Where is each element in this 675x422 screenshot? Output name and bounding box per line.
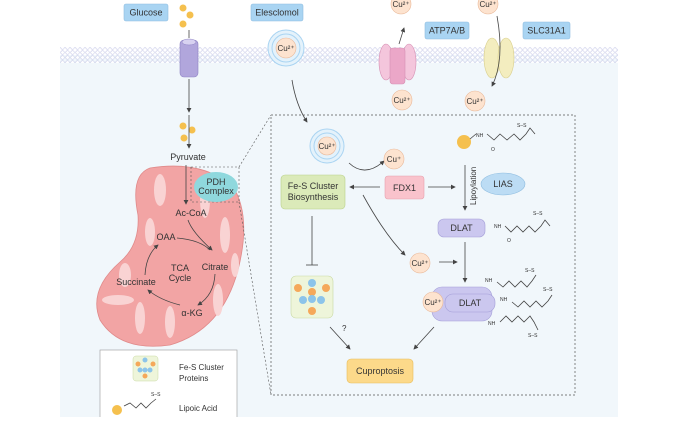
lipoylation-label: Lipoylation [469, 167, 478, 205]
copper-ion: Cu²⁺ [477, 0, 499, 15]
svg-text:DLAT: DLAT [459, 298, 482, 308]
fes-cluster-protein-icon [290, 275, 334, 319]
svg-text:S–S: S–S [528, 333, 538, 339]
svg-text:Fe-S Cluster: Fe-S Cluster [288, 181, 339, 191]
lipoyl-chains: NH S–S NH S–S NH S–S [485, 268, 553, 339]
svg-text:LIAS: LIAS [493, 179, 513, 189]
oaa-label: OAA [156, 232, 175, 242]
svg-text:Cuproptosis: Cuproptosis [356, 366, 405, 376]
svg-text:Cu²⁺: Cu²⁺ [466, 97, 483, 106]
lias-enzyme: LIAS [480, 172, 526, 196]
atp7ab-transporter [378, 43, 417, 85]
copper-ion: Cu²⁺ [391, 89, 413, 111]
svg-text:S–S: S–S [517, 123, 527, 129]
uncertain-link-label: ? [342, 324, 347, 333]
elesclomol-copper-complex: Cu²⁺ [267, 29, 305, 67]
svg-text:ATP7A/B: ATP7A/B [429, 26, 465, 36]
svg-text:Glucose: Glucose [129, 8, 162, 18]
glucose-molecules [179, 4, 196, 142]
lipoic-acid-molecule: NH O S–S [457, 123, 536, 153]
svg-text:Cu²⁺: Cu²⁺ [318, 142, 335, 151]
svg-text:Cu²⁺: Cu²⁺ [424, 298, 441, 307]
dlat-oligomer: DLAT [431, 286, 496, 322]
pdh-zoom-region [190, 166, 240, 203]
svg-text:NH: NH [485, 278, 493, 284]
legend-fes-label: Fe-S Cluster [179, 363, 224, 372]
svg-text:S–S: S–S [543, 287, 553, 293]
fes-biosynthesis-box: Fe-S Cluster Biosynthesis [280, 174, 346, 210]
citrate-label: Citrate [202, 262, 229, 272]
tca-cycle-label: Cycle [169, 273, 192, 283]
copper-ion: Cu²⁺ [390, 0, 412, 15]
copper-ion: Cu²⁺ [409, 252, 431, 274]
svg-text:Elesclomol: Elesclomol [255, 8, 299, 18]
akg-label: α-KG [181, 308, 202, 318]
dlat-lipoylated: DLAT NH O S–S [437, 211, 551, 244]
svg-text:O: O [507, 238, 511, 244]
svg-text:Cu²⁺: Cu²⁺ [479, 0, 496, 9]
svg-text:NH: NH [476, 133, 484, 139]
pdh-complex: PDH Complex [194, 172, 238, 202]
copper-ion: Cu²⁺ [464, 90, 486, 112]
svg-text:Complex: Complex [198, 186, 234, 196]
elesclomol-copper-complex: Cu²⁺ [309, 128, 345, 164]
svg-text:Cu⁺: Cu⁺ [387, 155, 401, 164]
pyruvate-label: Pyruvate [170, 152, 206, 162]
copper-ion: Cu²⁺ [422, 291, 444, 313]
cuprous-ion: Cu⁺ [383, 148, 405, 170]
svg-text:Cu²⁺: Cu²⁺ [392, 0, 409, 9]
svg-text:Cu²⁺: Cu²⁺ [393, 96, 410, 105]
slc31a1-label: SLC31A1 [522, 21, 571, 40]
glucose-label: Glucose [123, 3, 169, 22]
accoa-label: Ac-CoA [175, 208, 206, 218]
legend-fes-label: Proteins [179, 374, 208, 383]
elesclomol-label: Elesclomol [250, 3, 304, 22]
svg-text:NH: NH [494, 224, 502, 230]
svg-text:Biosynthesis: Biosynthesis [288, 192, 339, 202]
glucose-transporter [179, 38, 199, 78]
mitochondrion [96, 165, 245, 347]
succinate-label: Succinate [116, 277, 156, 287]
svg-text:NH: NH [500, 297, 508, 303]
svg-text:SLC31A1: SLC31A1 [527, 26, 566, 36]
svg-text:Cu²⁺: Cu²⁺ [411, 259, 428, 268]
atp7ab-label: ATP7A/B [424, 21, 470, 40]
fdx1-box: FDX1 [384, 175, 425, 200]
svg-text:S–S: S–S [525, 268, 535, 274]
cuproptosis-box: Cuproptosis [346, 358, 414, 384]
svg-text:PDH: PDH [206, 177, 225, 187]
cell-membrane [60, 47, 618, 63]
svg-text:DLAT: DLAT [450, 223, 473, 233]
legend-lipoic-label: Lipoic Acid [179, 404, 217, 413]
legend: Fe-S Cluster Proteins S–S Lipoic Acid [99, 349, 238, 421]
svg-text:Cu²⁺: Cu²⁺ [277, 44, 294, 53]
pdh-detail-panel [270, 114, 576, 396]
svg-text:NH: NH [488, 321, 496, 327]
svg-text:S–S: S–S [151, 392, 161, 398]
svg-text:S–S: S–S [533, 211, 543, 217]
slc31a1-transporter [483, 37, 515, 79]
svg-text:O: O [491, 147, 495, 153]
tca-cycle-label: TCA [171, 263, 189, 273]
svg-text:FDX1: FDX1 [393, 183, 416, 193]
